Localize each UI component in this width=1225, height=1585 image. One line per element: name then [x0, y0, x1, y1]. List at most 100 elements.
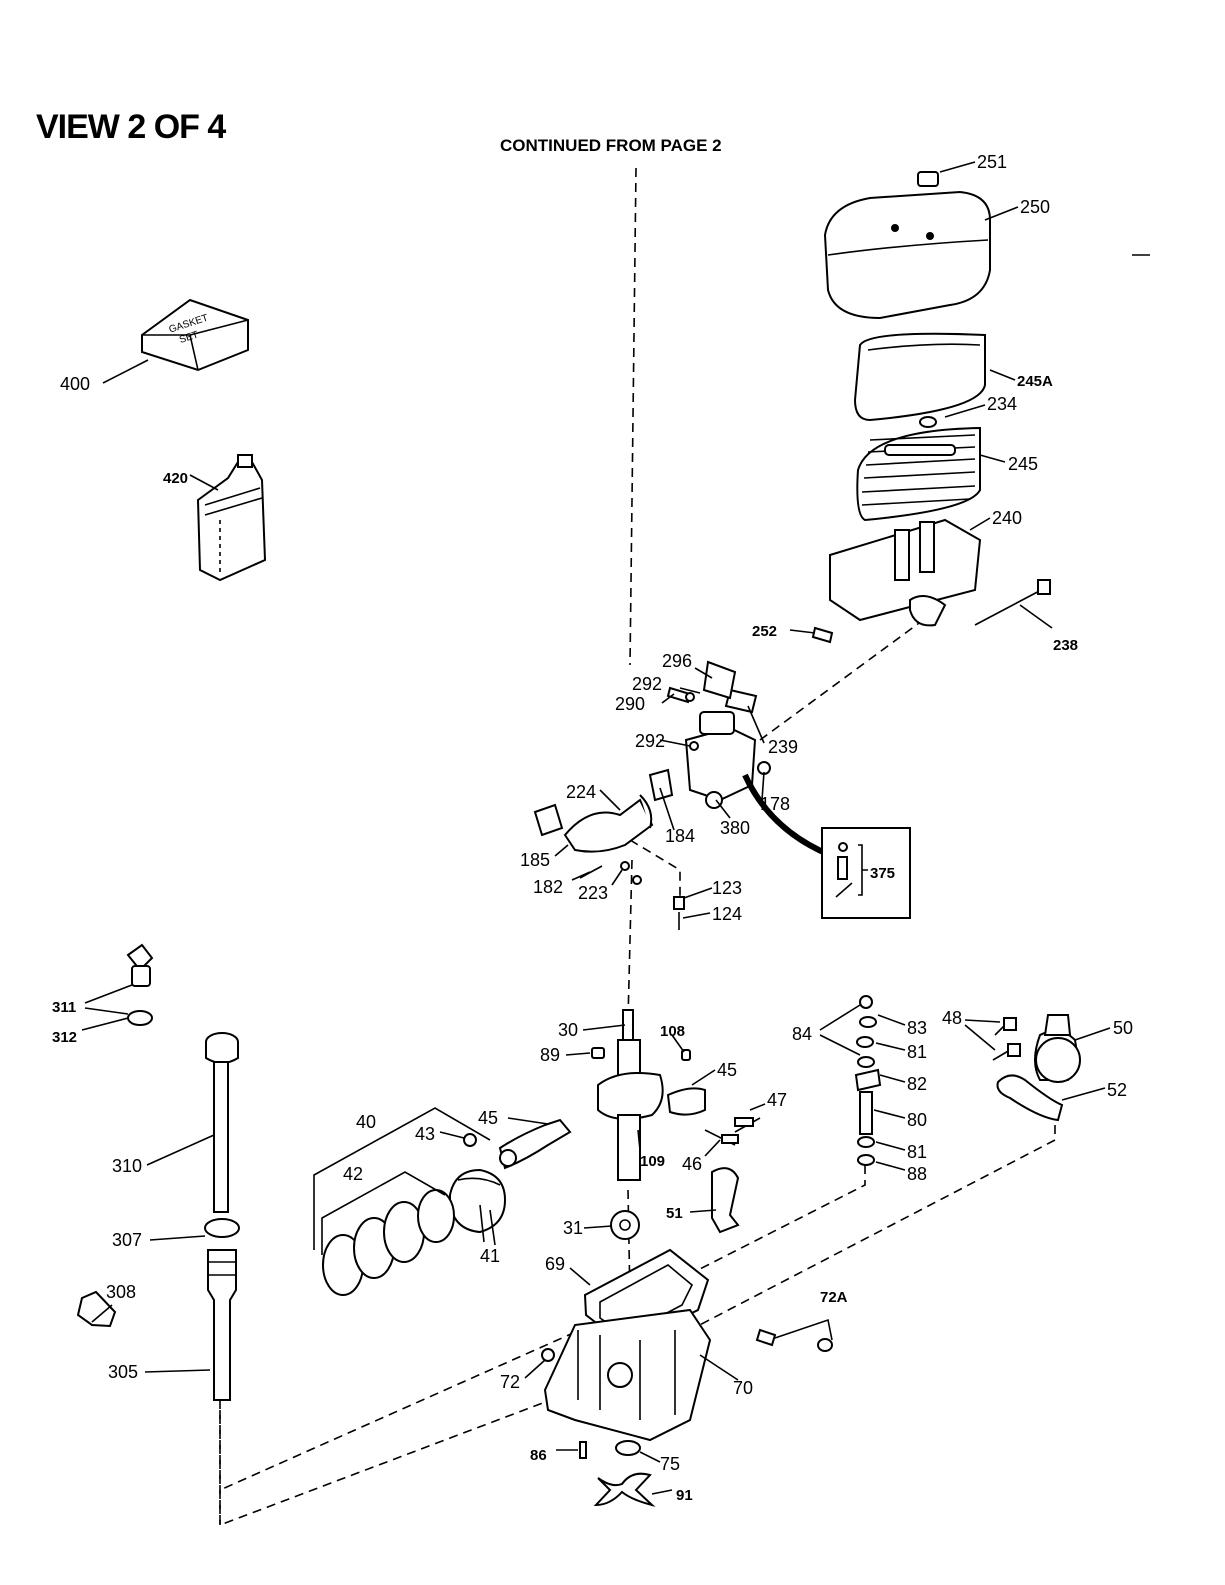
callout-80: 80: [907, 1110, 927, 1130]
pre-cleaner: [855, 334, 985, 420]
callout-84: 84: [792, 1024, 812, 1044]
camshaft: [1035, 1015, 1080, 1082]
callout-86: 86: [530, 1447, 547, 1464]
air-cleaner-base: [830, 520, 980, 625]
fill-tube-cap: [206, 1033, 238, 1063]
callout-50: 50: [1113, 1018, 1133, 1038]
callout-182: 182: [533, 877, 563, 897]
assembly-line-governor: [220, 1165, 865, 1490]
assembly-line-top: [630, 168, 636, 665]
callout-305: 305: [108, 1362, 138, 1382]
oil-slinger: [596, 1474, 652, 1505]
callout-251: 251: [977, 152, 1007, 172]
callout-42: 42: [343, 1164, 363, 1184]
callout-69: 69: [545, 1254, 565, 1274]
fill-tube: [205, 1062, 239, 1400]
callout-224: 224: [566, 782, 596, 802]
callout-81-upper: 81: [907, 1042, 927, 1062]
carburetor: [686, 712, 755, 808]
manifold-gasket-right: [650, 770, 672, 800]
callout-72: 72: [500, 1372, 520, 1392]
callout-123: 123: [712, 878, 742, 898]
callout-109: 109: [640, 1153, 665, 1170]
callout-40: 40: [356, 1112, 376, 1132]
governor-part: [712, 1168, 738, 1232]
intake-manifold: [565, 795, 652, 852]
linkage-parts: [674, 897, 684, 930]
throttle-part: [704, 662, 735, 698]
callout-91: 91: [676, 1487, 693, 1504]
callout-238: 238: [1053, 637, 1078, 654]
air-cleaner-cover: [825, 192, 990, 318]
cover-nut: [918, 172, 938, 186]
callout-43: 43: [415, 1124, 435, 1144]
callout-234: 234: [987, 394, 1017, 414]
callout-184: 184: [665, 826, 695, 846]
callout-307: 307: [112, 1230, 142, 1250]
callout-310: 310: [112, 1156, 142, 1176]
callout-239: 239: [768, 737, 798, 757]
wrist-pin: [464, 1134, 476, 1146]
callout-70: 70: [733, 1378, 753, 1398]
crankcase-cover: [545, 1310, 710, 1440]
oil-seal: [616, 1441, 640, 1455]
callout-45-rod: 45: [478, 1108, 498, 1128]
callout-252: 252: [752, 623, 777, 640]
base-screw: [813, 628, 832, 642]
callout-82: 82: [907, 1074, 927, 1094]
governor-stack: [856, 996, 880, 1165]
rod-cap: [668, 1088, 705, 1114]
callout-292-upper: 292: [632, 674, 662, 694]
crank-gear: [611, 1211, 639, 1239]
callout-185: 185: [520, 850, 550, 870]
callout-46: 46: [682, 1154, 702, 1174]
callout-312: 312: [52, 1029, 77, 1046]
callout-48: 48: [942, 1008, 962, 1028]
callout-108: 108: [660, 1023, 685, 1040]
air-filter-cartridge: [857, 428, 980, 520]
callout-52: 52: [1107, 1080, 1127, 1100]
callout-311: 311: [52, 999, 76, 1016]
callout-296: 296: [662, 651, 692, 671]
piston: [450, 1170, 505, 1232]
callout-81-lower: 81: [907, 1142, 927, 1162]
callout-420: 420: [163, 470, 188, 487]
callout-30: 30: [558, 1020, 578, 1040]
assembly-line-crank: [628, 860, 632, 1020]
assembly-line-airfilter: [760, 615, 930, 740]
manifold-gasket-left: [535, 805, 562, 835]
callout-88: 88: [907, 1164, 927, 1184]
callout-292-lower: 292: [635, 731, 665, 751]
fuel-line-kit-box: [822, 828, 910, 918]
rod-screws: [705, 1118, 760, 1145]
callout-245: 245: [1008, 454, 1038, 474]
assembly-line-cam: [690, 1125, 1055, 1330]
callout-250: 250: [1020, 197, 1050, 217]
callout-223: 223: [578, 883, 608, 903]
callout-47: 47: [767, 1090, 787, 1110]
callout-51: 51: [666, 1205, 683, 1222]
cam-bolts: [993, 1018, 1020, 1060]
callout-375: 375: [870, 865, 895, 882]
callout-240: 240: [992, 508, 1022, 528]
assembly-line-linkage: [630, 840, 680, 910]
callout-178: 178: [760, 794, 790, 814]
drain-plug: [580, 1442, 586, 1458]
callout-245A: 245A: [1017, 373, 1053, 390]
grommet: [920, 417, 936, 427]
callout-31: 31: [563, 1218, 583, 1238]
callout-308: 308: [106, 1282, 136, 1302]
callout-41: 41: [480, 1246, 500, 1266]
connecting-rod: [500, 1120, 570, 1168]
callout-89: 89: [540, 1045, 560, 1065]
callout-45-upper: 45: [717, 1060, 737, 1080]
callout-380: 380: [720, 818, 750, 838]
callout-83: 83: [907, 1018, 927, 1038]
callout-290: 290: [615, 694, 645, 714]
callout-72A: 72A: [820, 1289, 848, 1306]
callout-124: 124: [712, 904, 742, 924]
callout-400: 400: [60, 374, 90, 394]
callout-75: 75: [660, 1454, 680, 1474]
